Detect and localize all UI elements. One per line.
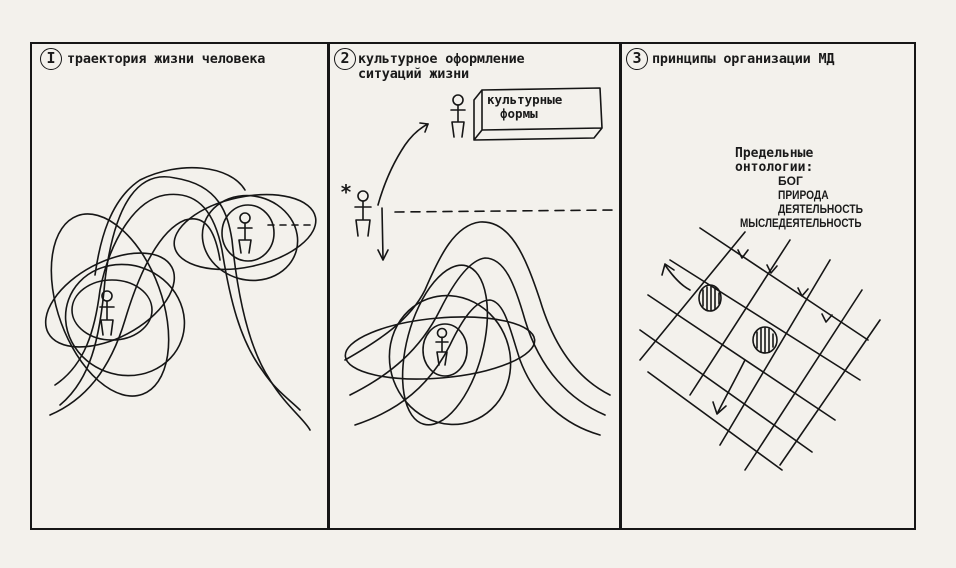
grid-line-a4: [640, 330, 812, 452]
panel-3-sketch: [640, 228, 880, 470]
p2-ellipse-b: [387, 256, 503, 434]
p1-curve-big-arc: [95, 168, 245, 275]
ontology-god: БОГ: [778, 174, 803, 188]
grid-arrow-up-left-head: [662, 264, 674, 275]
grid-arrow-up-left: [665, 265, 690, 290]
p1-ellipse-left-a: [30, 234, 189, 367]
panel-1-number: I: [40, 48, 62, 70]
p2-curve-outer: [345, 222, 610, 395]
panel-2-number: 2: [334, 48, 356, 70]
grid-arrow-4: [822, 314, 832, 322]
grid-line-a5: [648, 372, 782, 470]
arrow-down-head: [378, 250, 388, 260]
p1-ellipse-right-b: [222, 205, 274, 261]
p2-person-left: [355, 191, 371, 236]
p2-person-top: [451, 95, 465, 137]
grid-arrow-1: [738, 250, 748, 258]
arrow-up: [378, 124, 428, 205]
p1-person-left: [100, 291, 114, 335]
panel-3-number: 3: [626, 48, 648, 70]
ontologies-heading-line2: онтологии:: [735, 160, 814, 175]
grid-blob-2: [753, 327, 777, 353]
p1-person-right: [238, 213, 252, 253]
grid-line-b5: [780, 320, 880, 465]
grid-line-a1: [700, 228, 868, 340]
grid-line-a2: [670, 260, 860, 380]
ontologies-heading-line1: Предельные: [735, 146, 814, 161]
p2-curve-mid: [350, 258, 605, 415]
grid-line-b3: [720, 260, 830, 445]
p2-person-center: [436, 329, 448, 366]
p2-ellipse-d: [371, 278, 528, 441]
grid-arrow-3: [798, 288, 808, 296]
star-mark: *: [340, 180, 353, 204]
panel-2-title-line1: культурное оформление: [358, 51, 525, 67]
p1-ellipse-right-a: [167, 183, 322, 281]
grid-line-b1: [640, 232, 745, 360]
grid-line-b4: [745, 290, 862, 470]
p1-ellipse-left-b: [29, 198, 192, 412]
p2-ellipse-a: [343, 310, 538, 386]
p2-ellipse-c: [423, 324, 467, 376]
grid-line-a3: [648, 295, 835, 420]
culture-box: [474, 88, 602, 140]
ontology-thought-activity: МЫСЛЕДЕЯТЕЛЬНОСТЬ: [740, 216, 862, 230]
panel-divider-2: [619, 42, 622, 530]
p2-dashed-line: [395, 210, 615, 212]
panel-divider-1: [327, 42, 330, 530]
p1-ellipse-left-c: [72, 280, 152, 340]
p1-curve-inner: [50, 219, 220, 415]
panel-1-sketch: [29, 168, 323, 430]
grid-arrow-2: [767, 265, 777, 273]
culture-box-label-line1: культурные: [487, 92, 563, 107]
diagram-frame: [30, 42, 916, 530]
grid-line-b2: [690, 240, 790, 395]
ontology-activity: ДЕЯТЕЛЬНОСТЬ: [778, 202, 863, 216]
culture-box-label-line2: формы: [500, 106, 538, 121]
panel-2-sketch: [343, 88, 615, 442]
p1-curve-mid: [55, 194, 300, 410]
grid-blob-1: [699, 285, 721, 311]
ontology-nature: ПРИРОДА: [778, 188, 829, 202]
panel-1-title: траектория жизни человека: [67, 51, 266, 67]
p2-curve-inner: [355, 300, 600, 435]
arrow-down: [382, 208, 383, 258]
grid-arrow-down: [718, 360, 745, 412]
panel-3-title: принципы организации МД: [652, 51, 835, 67]
p1-ellipse-right-c: [193, 185, 307, 291]
grid-arrow-down-head: [713, 402, 726, 414]
panel-2-title-line2: ситуаций жизни: [358, 66, 469, 82]
arrow-up-head: [420, 123, 428, 132]
